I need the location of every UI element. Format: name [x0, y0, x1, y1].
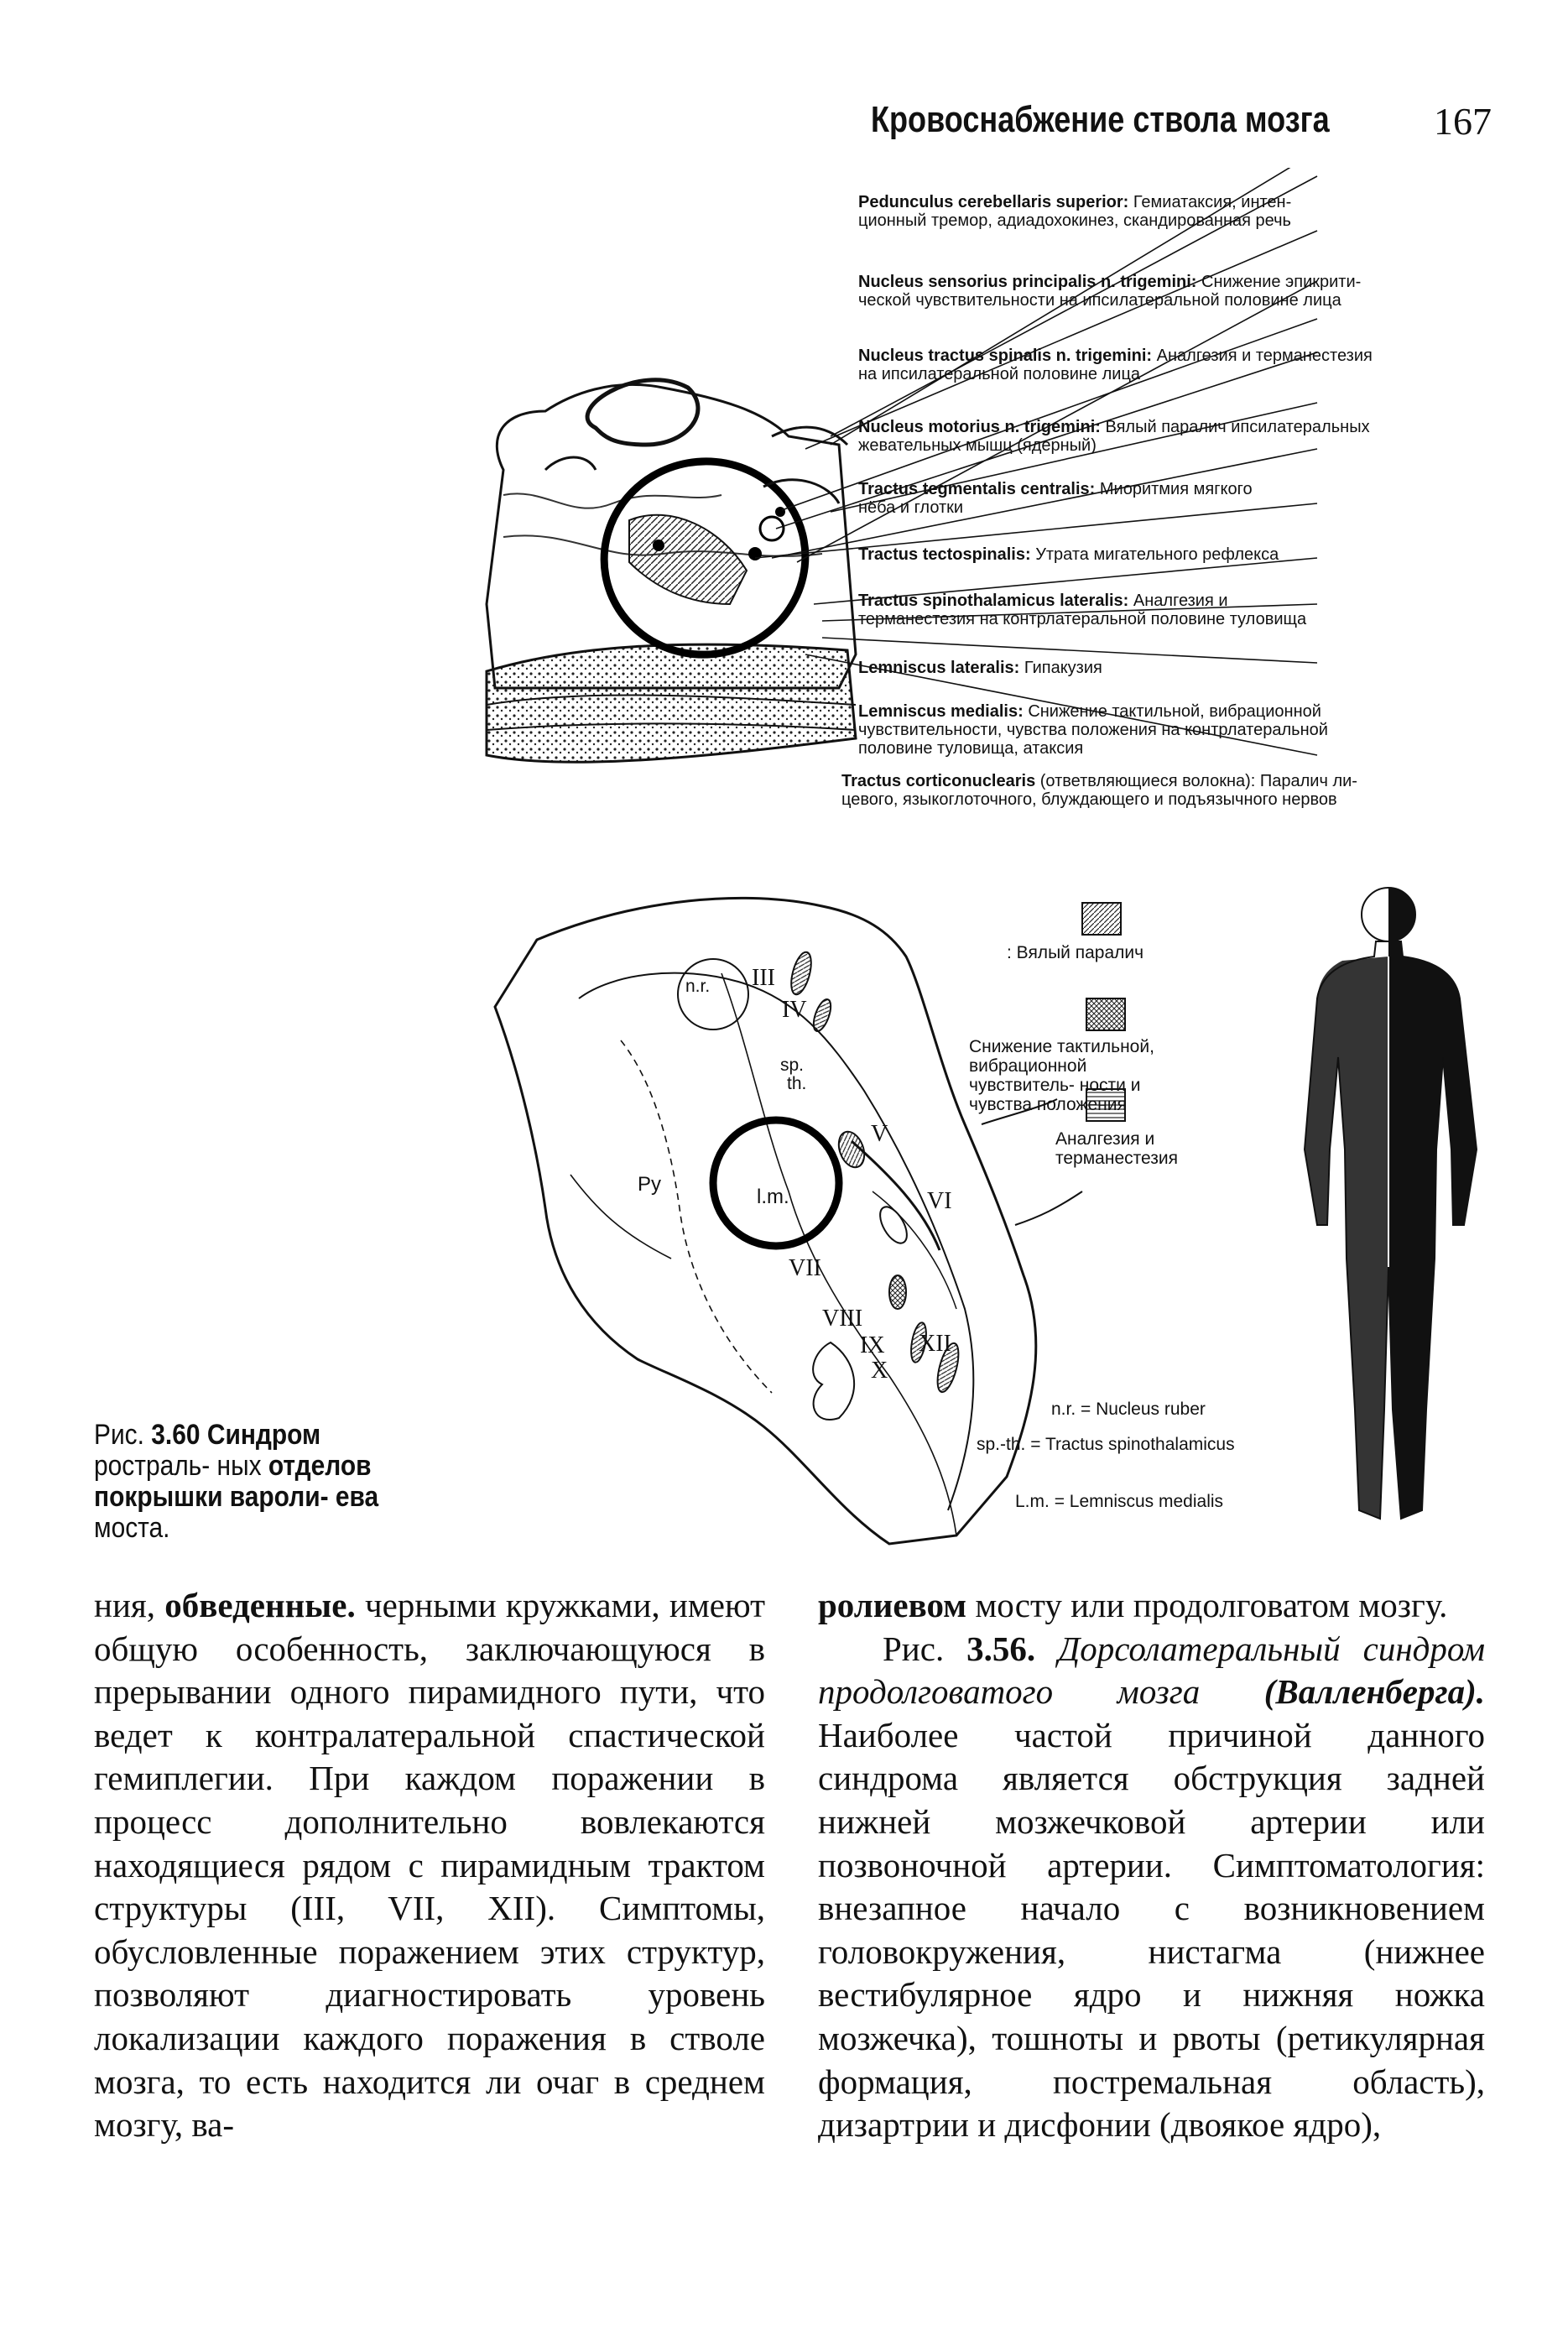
legend-flaccid-paralysis: : Вялый паралич [1007, 943, 1144, 962]
label-nucleus-tractus-spinalis: Nucleus tractus spinalis n. trigemini: А… [858, 347, 1373, 383]
label-pedunculus: Pedunculus cerebellaris superior: Гемиат… [858, 193, 1292, 230]
label-nucleus-motorius: Nucleus motorius n. trigemini: Вялый пар… [858, 418, 1370, 455]
label-lm: l.m. [757, 1186, 789, 1208]
label-nucleus-sensorius: Nucleus sensorius principalis n. trigemi… [858, 273, 1362, 310]
label-v: V [871, 1121, 888, 1147]
page-title: Кровоснабжение ствола мозга [871, 99, 1330, 140]
label-x: X [871, 1358, 888, 1384]
label-vi: VI [927, 1188, 952, 1214]
abbr-nr: n.r. = Nucleus ruber [1051, 1400, 1206, 1419]
pons-section-drawing [485, 168, 1318, 764]
label-iii: III [752, 965, 775, 991]
legend-tactile-loss: Снижение тактильной, вибрационной чувств… [969, 1037, 1154, 1114]
abbr-lm: L.m. = Lemniscus medialis [1015, 1492, 1224, 1511]
body-text-left: ния, обведенные. черными кружками, имеют… [94, 1586, 766, 2145]
label-tractus-corticonuclearis: Tractus corticonuclearis (ответвляющиеся… [841, 772, 1357, 809]
label-xii: XII [919, 1331, 951, 1357]
label-th: th. [787, 1074, 807, 1093]
label-tractus-spinothalamicus: Tractus spinothalamicus lateralis: Аналг… [858, 592, 1307, 628]
label-vii: VII [789, 1255, 821, 1281]
figure-pons-section: Pedunculus cerebellaris superior: Гемиат… [470, 168, 1493, 864]
label-ix: IX [860, 1332, 885, 1358]
brainstem-sagittal-drawing [493, 887, 1478, 1546]
figure-caption: Рис. 3.60 Синдром ростраль- ных отделов … [94, 1419, 379, 1544]
label-sp: sp. [780, 1056, 805, 1075]
label-tractus-tectospinalis: Tractus tectospinalis: Утрата мигательно… [858, 545, 1279, 564]
label-lemniscus-lateralis: Lemniscus lateralis: Гипакузия [858, 659, 1102, 677]
page-number: 167 [1434, 100, 1492, 143]
label-py: Py [638, 1173, 662, 1196]
label-lemniscus-medialis: Lemniscus medialis: Снижение тактильной,… [858, 702, 1328, 758]
label-viii: VIII [822, 1306, 863, 1332]
running-header: Кровоснабжение ствола мозга 167 [871, 99, 1492, 149]
abbr-spth: sp.-th. = Tractus spinothalamicus [977, 1435, 1235, 1454]
label-iv: IV [782, 997, 807, 1023]
label-tractus-tegmentalis: Tractus tegmentalis centralis: Миоритмия… [858, 480, 1253, 517]
legend-analgesia: Аналгезия и терманестезия [1055, 1129, 1178, 1168]
body-text-right: ролиевом мосту или продолговатом мозгу. … [818, 1586, 1486, 2145]
figure-brainstem-sagittal: n.r. III IV sp. th. V Py l.m. VI VII VII… [470, 873, 1493, 1569]
label-nr: n.r. [685, 977, 711, 996]
